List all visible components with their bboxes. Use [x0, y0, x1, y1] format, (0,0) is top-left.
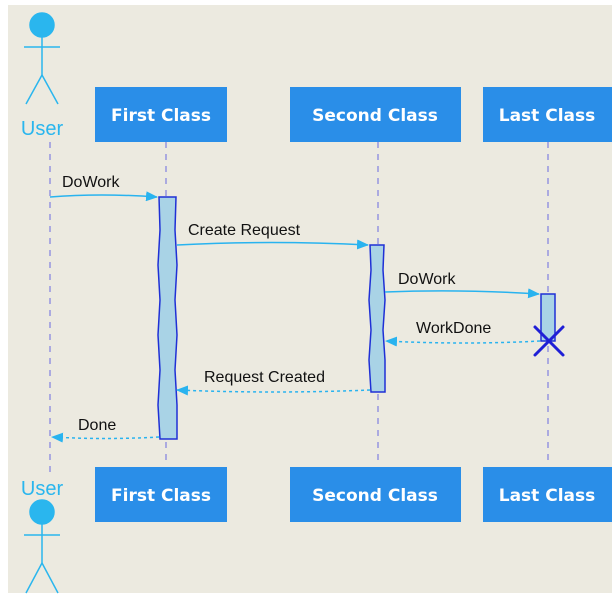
participant-last-class-bottom[interactable]: Last Class [483, 467, 612, 522]
participant-second-class-label-top: Second Class [312, 106, 438, 126]
destroy-x-icon [533, 325, 565, 357]
participant-first-class-label-bottom: First Class [111, 486, 211, 506]
message-dowork-2[interactable]: DoWork [384, 271, 540, 299]
message-dowork-1[interactable]: DoWork [49, 174, 158, 202]
stick-figure-icon [24, 499, 60, 594]
participant-last-class-label-bottom: Last Class [499, 486, 595, 506]
actor-user-label-top: User [21, 118, 64, 140]
actor-user-label-bottom: User [21, 478, 64, 500]
actor-user-bottom[interactable]: User [21, 478, 64, 594]
participant-last-class-label-top: Last Class [499, 106, 595, 126]
message-label: DoWork [398, 271, 456, 288]
participant-first-class-bottom[interactable]: First Class [95, 467, 227, 522]
message-create-request[interactable]: Create Request [176, 222, 369, 250]
message-label: Create Request [188, 222, 301, 239]
stick-figure-icon [24, 12, 60, 105]
message-done[interactable]: Done [51, 417, 160, 443]
message-workdone[interactable]: WorkDone [385, 320, 541, 347]
participant-second-class-bottom[interactable]: Second Class [290, 467, 461, 522]
message-request-created[interactable]: Request Created [176, 369, 371, 396]
participant-first-class-label-top: First Class [111, 106, 211, 126]
message-label: DoWork [62, 174, 120, 191]
participant-second-class-label-bottom: Second Class [312, 486, 438, 506]
activation-second-class [368, 244, 386, 393]
actor-user-top[interactable]: User [21, 12, 64, 140]
message-label: Request Created [204, 369, 325, 386]
message-label: Done [78, 417, 116, 434]
message-label: WorkDone [416, 320, 491, 337]
participant-first-class-top[interactable]: First Class [95, 87, 227, 142]
activation-last-class [540, 293, 556, 342]
activation-first-class [157, 196, 178, 440]
participant-second-class-top[interactable]: Second Class [290, 87, 461, 142]
participant-last-class-top[interactable]: Last Class [483, 87, 612, 142]
